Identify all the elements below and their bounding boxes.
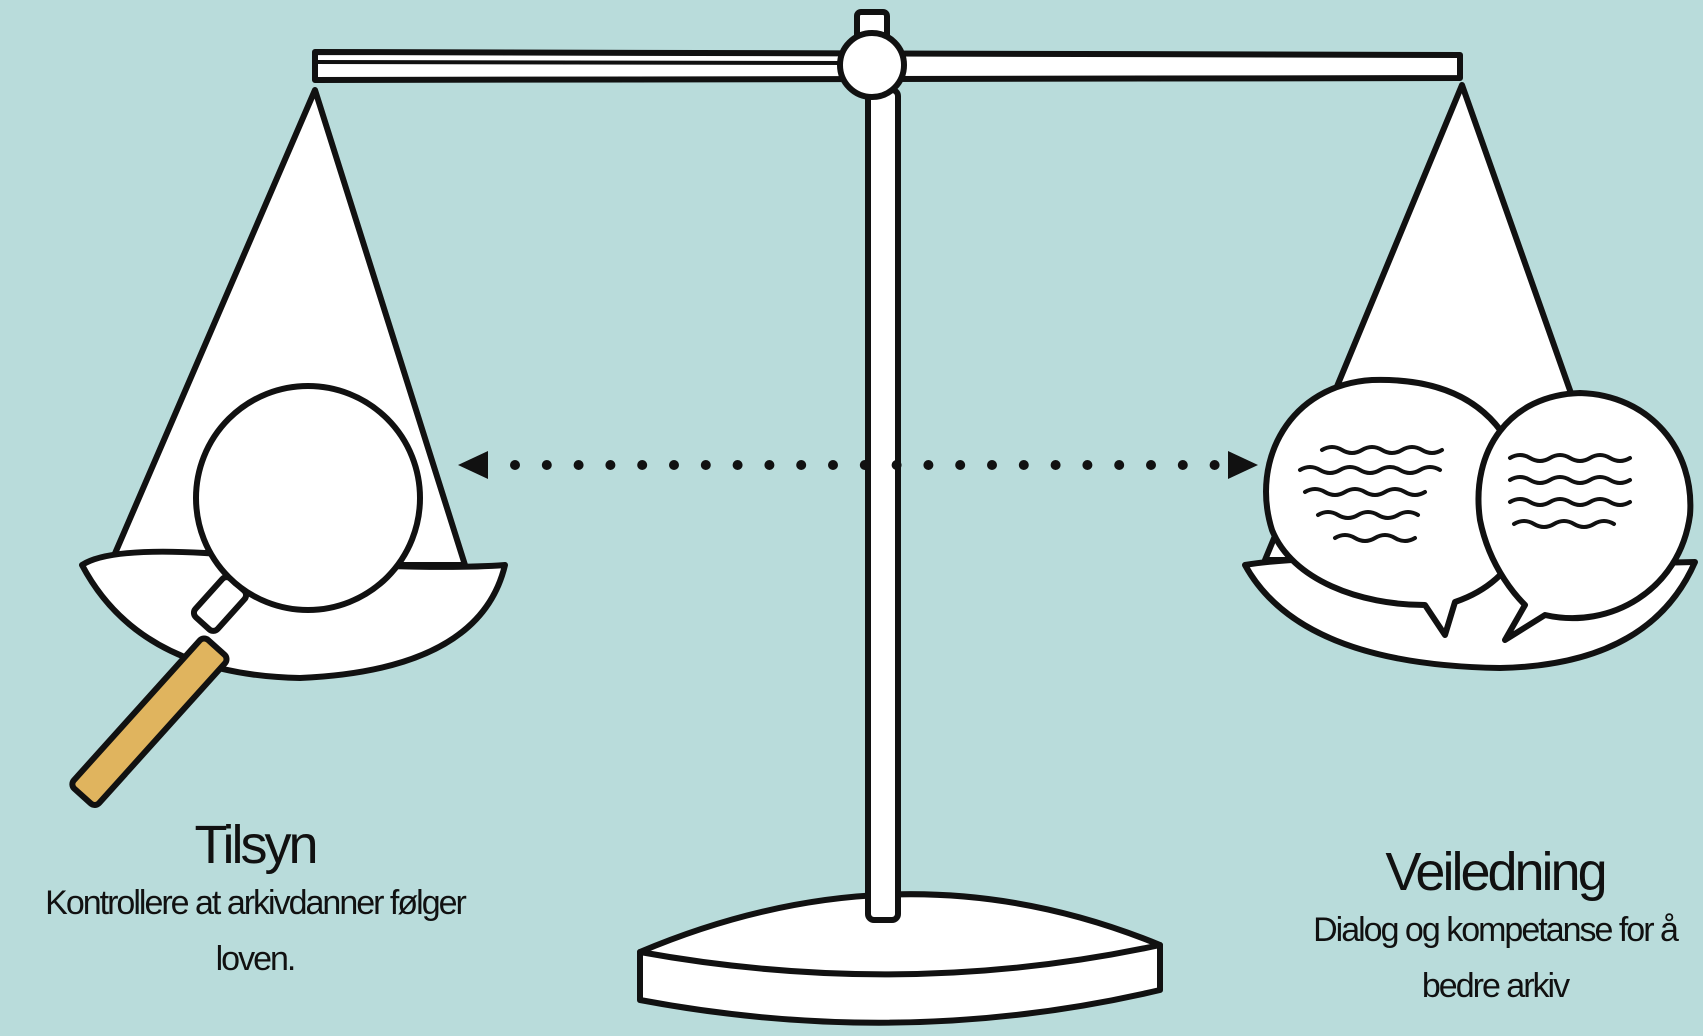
connector-dot bbox=[669, 460, 679, 470]
connector-dot bbox=[828, 460, 838, 470]
scale-pole bbox=[868, 90, 898, 920]
connector-dot bbox=[1178, 460, 1188, 470]
tilsyn-description-line1: Kontrollere at arkivdanner følger bbox=[0, 875, 510, 931]
veiledning-title: Veiledning bbox=[1260, 842, 1703, 902]
veiledning-description-line1: Dialog og kompetanse for å bbox=[1260, 902, 1703, 958]
connector-dot bbox=[733, 460, 743, 470]
connector-dot bbox=[860, 460, 870, 470]
connector-dot bbox=[1146, 460, 1156, 470]
veiledning-caption: Veiledning Dialog og kompetanse for å be… bbox=[1260, 842, 1703, 1014]
arrowhead-left-icon bbox=[458, 451, 488, 479]
connector-dot bbox=[923, 460, 933, 470]
scale-pivot bbox=[840, 33, 904, 97]
connector-dot bbox=[701, 460, 711, 470]
dotted-connector-arrow bbox=[458, 451, 1258, 479]
connector-dot bbox=[510, 460, 520, 470]
connector-dot bbox=[637, 460, 647, 470]
connector-dot bbox=[1210, 460, 1220, 470]
connector-dot bbox=[764, 460, 774, 470]
tilsyn-description-line2: loven. bbox=[0, 931, 510, 987]
connector-dot bbox=[1051, 460, 1061, 470]
arrowhead-right-icon bbox=[1228, 451, 1258, 479]
tilsyn-caption: Tilsyn Kontrollere at arkivdanner følger… bbox=[0, 815, 510, 987]
connector-dot bbox=[1082, 460, 1092, 470]
connector-dot bbox=[955, 460, 965, 470]
connector-dot bbox=[605, 460, 615, 470]
connector-dot bbox=[987, 460, 997, 470]
connector-dot bbox=[574, 460, 584, 470]
connector-dot bbox=[1019, 460, 1029, 470]
tilsyn-title: Tilsyn bbox=[0, 815, 510, 875]
connector-dot bbox=[542, 460, 552, 470]
connector-dot bbox=[1114, 460, 1124, 470]
veiledning-description-line2: bedre arkiv bbox=[1260, 958, 1703, 1014]
connector-dot bbox=[796, 460, 806, 470]
connector-dot bbox=[892, 460, 902, 470]
